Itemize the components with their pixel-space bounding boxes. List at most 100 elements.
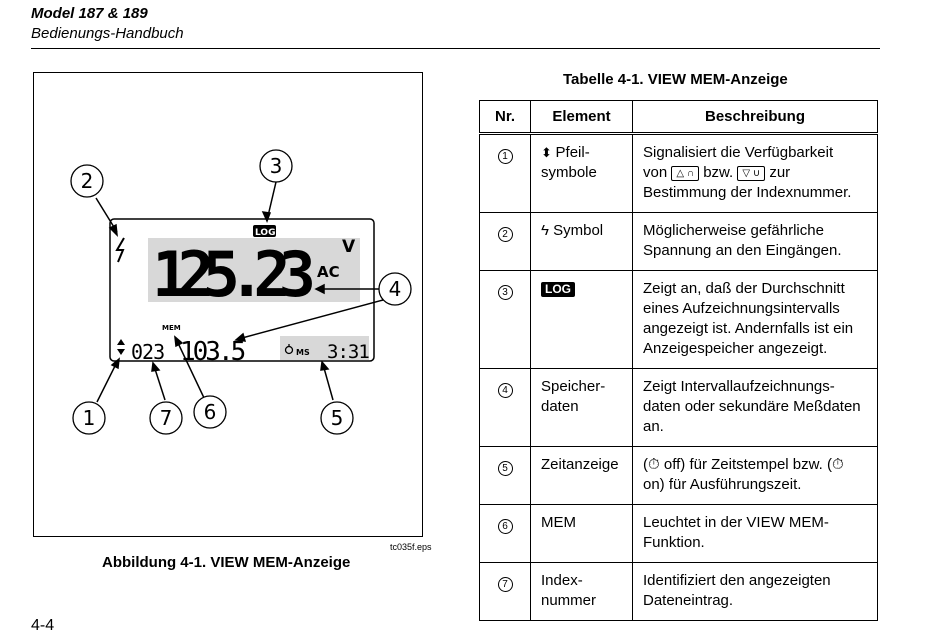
element-label: Speicher- <box>541 378 606 395</box>
lightning-icon <box>115 237 125 263</box>
lightning-icon: ϟ <box>541 222 554 239</box>
element-label: symbole <box>541 164 597 181</box>
callout-3-circle <box>259 149 293 183</box>
updown-arrows-icon <box>117 339 125 355</box>
stopwatch-icon <box>284 345 294 355</box>
view-mem-table: Nr. Element Beschreibung 1 ⬍ Pfeil-symbo… <box>479 100 878 621</box>
element-label: Pfeil- <box>555 144 590 161</box>
description-text: Zeigt Intervallaufzeichnungs- <box>643 378 835 395</box>
header-beschreibung: Beschreibung <box>632 100 878 135</box>
description-text: on) für Ausführungszeit. <box>643 476 802 493</box>
callout-7-arrow <box>151 361 161 372</box>
description-text: Anzeigespeicher angezeigt. <box>643 340 828 357</box>
description-text: Zeigt an, daß der Durchschnitt <box>643 280 845 297</box>
row-number: 7 <box>497 577 513 592</box>
description-text: Möglicherweise gefährliche <box>643 222 824 239</box>
description-text: angezeigt ist. Andernfalls ist ein <box>643 320 854 337</box>
callout-1-circle <box>72 401 106 435</box>
stopwatch-icon: ⏱ <box>832 456 844 473</box>
description-text: an. <box>643 418 664 435</box>
callout-6-arrow <box>174 335 184 348</box>
time-area <box>280 336 369 360</box>
stopwatch-icon: ⏱ <box>648 456 660 473</box>
index-number: 023 <box>131 340 164 364</box>
callout-4-label: 4 <box>389 277 402 301</box>
callout-3-label: 3 <box>270 154 283 178</box>
table-row: 6 MEM Leuchtet in der VIEW MEM- Funktion. <box>479 504 878 563</box>
row-number: 4 <box>497 383 513 398</box>
description-text: Funktion. <box>643 534 705 551</box>
row-number: 6 <box>497 519 513 534</box>
table-row: 3 LOG Zeigt an, daß der Durchschnitt eine… <box>479 270 878 369</box>
main-reading: 125.23 <box>152 238 313 311</box>
callout-7-label: 7 <box>160 406 173 430</box>
log-badge: LOG <box>541 282 575 297</box>
callout-6-circle <box>193 395 227 429</box>
callout-4-circle <box>378 272 412 306</box>
element-label: Zeitanzeige <box>541 456 619 473</box>
callout-6-label: 6 <box>204 400 217 424</box>
time-unit-label: MS <box>296 348 310 357</box>
description-text: off) für Zeitstempel bzw. ( <box>663 456 832 473</box>
row-number: 5 <box>497 461 513 476</box>
table-row: 5 Zeitanzeige (⏱ off) für Zeitstempel bz… <box>479 446 878 505</box>
figure-caption: Abbildung 4-1. VIEW MEM-Anzeige <box>102 554 351 571</box>
header-element: Element <box>530 100 633 135</box>
description-text: ( <box>643 456 648 473</box>
log-indicator <box>253 225 276 237</box>
callout-2-circle <box>70 164 104 198</box>
row-number: 2 <box>497 227 513 242</box>
log-indicator-text: LOG <box>255 228 275 238</box>
element-label: Symbol <box>553 222 604 239</box>
callout-1-arrow <box>110 357 120 370</box>
mem-indicator: MEM <box>162 324 181 332</box>
document-subtitle: Bedienungs-Handbuch <box>31 25 184 42</box>
table-row: 4 Speicher-daten Zeigt Intervallaufzeich… <box>479 368 878 447</box>
description-text: Bestimmung der Indexnummer. <box>643 184 852 201</box>
table-row: 1 ⬍ Pfeil-symbole Signalisiert die Verfü… <box>479 133 878 213</box>
table-row: 7 Index-nummer Identifiziert den angezei… <box>479 562 878 621</box>
description-text: Dateneintrag. <box>643 592 734 609</box>
callout-5-label: 5 <box>331 406 344 430</box>
row-number: 3 <box>497 285 513 300</box>
callout-7-circle <box>149 401 183 435</box>
description-text: zur <box>769 164 791 181</box>
element-label: MEM <box>541 514 576 531</box>
callout-4a-arrow <box>314 283 325 295</box>
description-text: Signalisiert die Verfügbarkeit <box>643 144 834 161</box>
description-text: Identifiziert den angezeigten <box>643 572 831 589</box>
secondary-reading: 103.5 <box>180 337 245 367</box>
description-text: bzw. <box>703 164 734 181</box>
description-text: von <box>643 164 668 181</box>
document-model-title: Model 187 & 189 <box>31 5 148 22</box>
time-reading: 3:31 <box>327 341 369 363</box>
table-header-row: Nr. Element Beschreibung <box>479 100 878 135</box>
callout-5-arrow <box>320 360 330 371</box>
row-number: 1 <box>497 149 513 164</box>
down-key-icon: ▽ ∪ <box>737 166 766 181</box>
callout-2-label: 2 <box>81 169 94 193</box>
callout-2-arrow <box>108 223 118 238</box>
page-number: 4-4 <box>31 617 55 634</box>
callout-5-circle <box>320 401 354 435</box>
figure-filename: tc035f.eps <box>390 542 432 552</box>
header-divider <box>31 48 880 49</box>
description-text: Spannung an den Eingängen. <box>643 242 842 259</box>
table-title: Tabelle 4-1. VIEW MEM-Anzeige <box>563 71 788 88</box>
up-key-icon: △ ∩ <box>671 166 700 181</box>
volt-unit-label: V <box>342 237 356 257</box>
callout-3-arrow <box>261 211 272 223</box>
figure-frame <box>33 72 423 537</box>
updown-arrows-icon: ⬍ <box>541 145 556 160</box>
callout-1-label: 1 <box>83 406 96 430</box>
description-text: Leuchtet in der VIEW MEM- <box>643 514 829 531</box>
description-text: eines Aufzeichnungsintervalls <box>643 300 840 317</box>
element-label: daten <box>541 398 579 415</box>
header-nr: Nr. <box>479 100 531 135</box>
callout-4b-arrow <box>234 332 247 342</box>
element-label: Index- <box>541 572 583 589</box>
description-text: daten oder sekundäre Meßdaten <box>643 398 861 415</box>
ac-mode-label: AC <box>317 263 340 281</box>
